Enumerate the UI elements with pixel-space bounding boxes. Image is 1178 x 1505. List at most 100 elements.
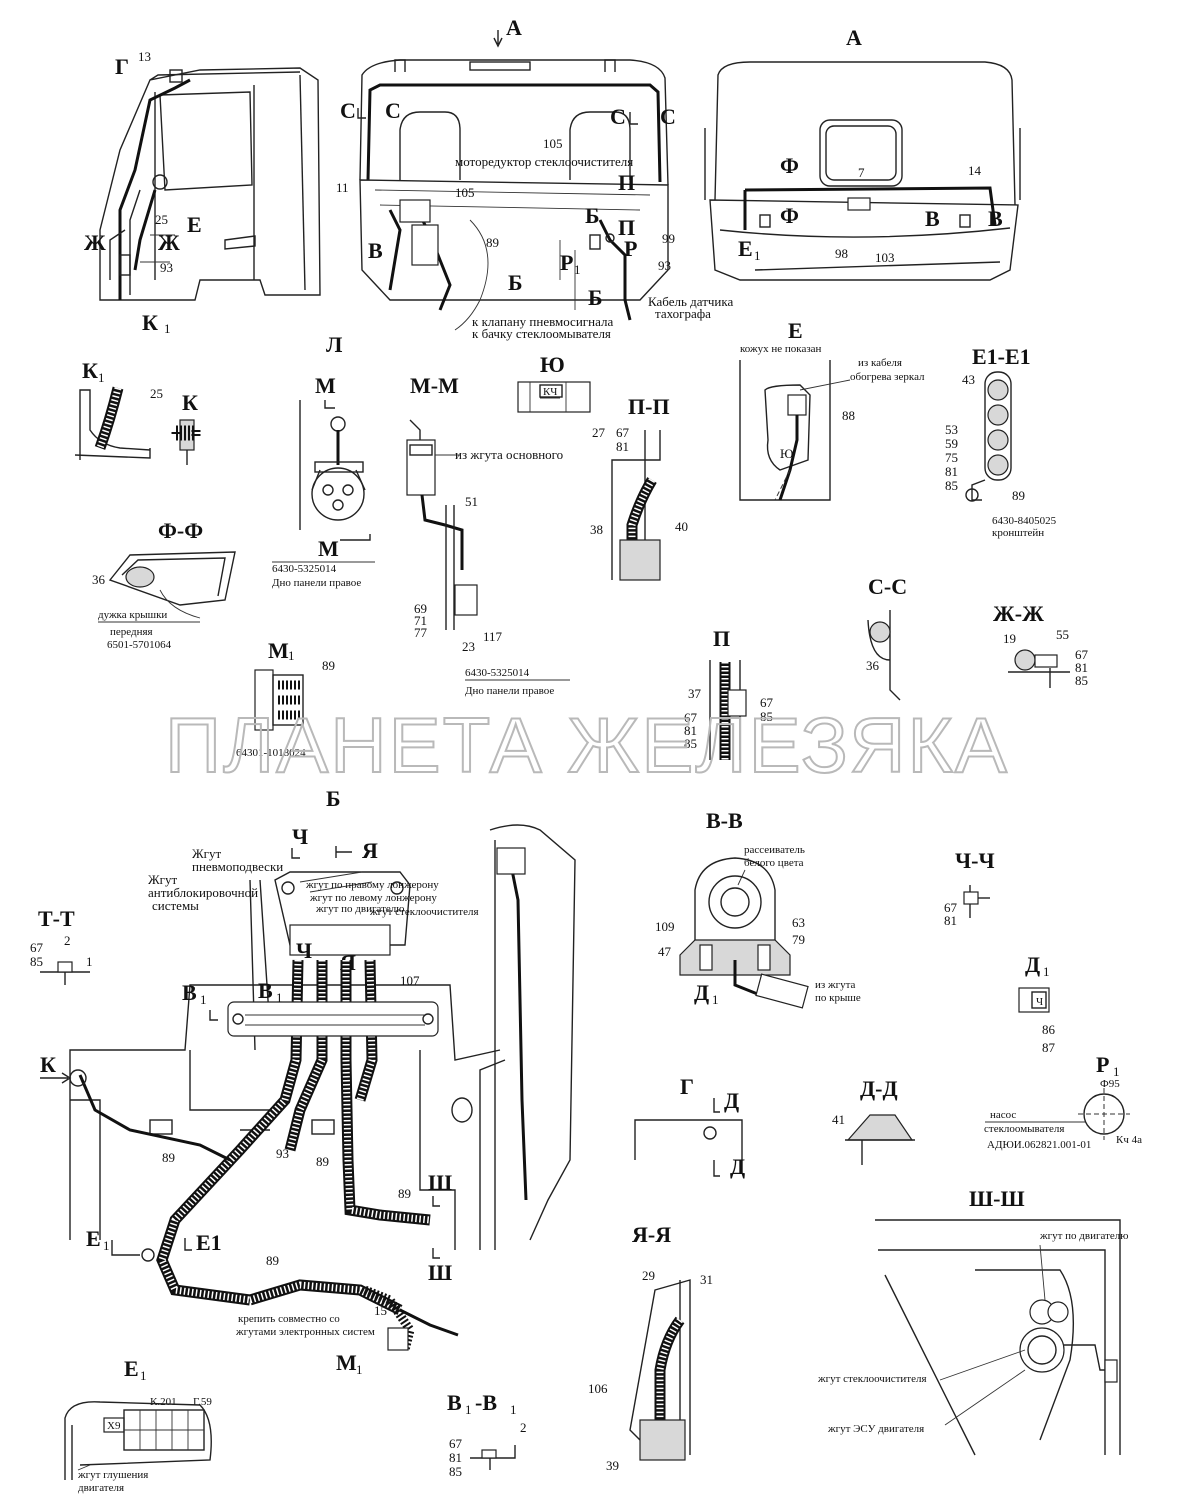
main-view-b: Б Жгут пневмоподвески Жгут антиблокирово…: [40, 786, 576, 1377]
label-phi95: Ф95: [1100, 1078, 1120, 1090]
label-6430-5325014-a: 6430-5325014: [272, 563, 337, 575]
callout-67c: 67: [684, 710, 698, 725]
label-zhgut-glush2: двигателя: [78, 1482, 124, 1494]
label-6430-8405025: 6430-8405025: [992, 515, 1057, 527]
view-label-shsh: Ш-Ш: [969, 1186, 1025, 1211]
label-zhgut-antiblok2: антиблокировочной: [148, 885, 258, 900]
label-64301: 64301-1018024: [236, 747, 306, 759]
label-kozhuh: кожух не показан: [740, 343, 822, 355]
callout-67e: 67: [944, 900, 958, 915]
label-iz-zhguta-kryshe1: из жгута: [815, 979, 856, 991]
view-label-c-right2: С: [660, 104, 676, 129]
callout-13: 13: [138, 49, 151, 64]
view-label-yu: Ю: [540, 352, 565, 377]
detail-v1-v1: В 1 -В 1 2 67 81 85: [447, 1390, 527, 1479]
label-g59: Г.59: [193, 1396, 212, 1408]
view-label-v1v1-rest: -В: [475, 1390, 497, 1415]
label-zhgut-pnevmo1: Жгут: [192, 846, 221, 861]
label-perednyaya: передняя: [110, 626, 153, 638]
view-label-e1-left: Е: [86, 1226, 101, 1251]
label-motoreduktor: моторедуктор стеклоочистителя: [455, 154, 633, 169]
callout-27: 27: [592, 425, 606, 440]
callout-85a: 85: [945, 478, 958, 493]
label-kch: КЧ: [543, 386, 557, 398]
detail-d-d: Д-Д 41: [832, 1076, 915, 1165]
detail-e1-e1: Е1-Е1 43 53 59 75 81 85 89 6430-8405025 …: [945, 344, 1057, 539]
callout-81c: 81: [1075, 660, 1088, 675]
callout-53: 53: [945, 422, 958, 437]
view-label-e1-right: Е1: [196, 1230, 222, 1255]
view-label-l: Л: [326, 332, 343, 357]
label-rasseivatel1: рассеиватель: [744, 844, 805, 856]
callout-106: 106: [588, 1381, 608, 1396]
callout-93c: 93: [276, 1146, 289, 1161]
label-k-bachku: к бачку стеклоомывателя: [472, 326, 611, 341]
label-zhgut-glush1: жгут глушения: [77, 1469, 148, 1481]
view-label-yaya: Я-Я: [632, 1222, 671, 1247]
label-shsh-dvig: жгут по двигателю: [1039, 1230, 1129, 1242]
callout-36a: 36: [92, 572, 106, 587]
view-label-zh-right: Ж: [158, 230, 180, 255]
label-dno-paneli-a: Дно панели правое: [272, 577, 361, 589]
detail-ch-ch: Ч-Ч 67 81: [944, 848, 995, 928]
label-nasos2: стеклоомывателя: [984, 1123, 1064, 1135]
callout-88: 88: [842, 408, 855, 423]
label-tahografa: тахографа: [655, 306, 711, 321]
view-label-v-front: В: [368, 238, 383, 263]
label-zhgut-levomu: жгут по левому лонжерону: [309, 892, 437, 904]
callout-63: 63: [792, 915, 805, 930]
callout-67g: 67: [449, 1436, 463, 1451]
view-label-v-rear2: В: [988, 206, 1003, 231]
callout-23: 23: [462, 639, 475, 654]
callout-89a: 89: [486, 235, 499, 250]
label-6501: 6501-5701064: [107, 639, 172, 651]
callout-86: 86: [1042, 1022, 1056, 1037]
view-label-zhzh: Ж-Ж: [993, 601, 1044, 626]
view-label-mm: М-М: [410, 373, 459, 398]
callout-81f: 81: [449, 1450, 462, 1465]
callout-55: 55: [1056, 627, 1069, 642]
callout-89e: 89: [316, 1154, 329, 1169]
callout-2b: 2: [520, 1420, 527, 1435]
view-label-e-detail: Е: [788, 318, 803, 343]
view-label-v1-left-sub: 1: [200, 992, 207, 1007]
callout-87: 87: [1042, 1040, 1056, 1055]
label-kreplenie1: крепить совместно со: [238, 1313, 340, 1325]
detail-d1: Д 1 Ч 86 87: [1018, 952, 1056, 1055]
detail-k1-k: К 1 25 К: [74, 358, 201, 465]
detail-p-p: П-П 27 67 81 38 40: [590, 394, 688, 581]
callout-67d: 67: [760, 695, 774, 710]
callout-89c: 89: [322, 658, 335, 673]
view-label-v1v1-sub2: 1: [510, 1402, 517, 1417]
callout-38: 38: [590, 522, 603, 537]
cab-side-view: Г 13 Е Ж Ж 25 93 К 1: [84, 49, 321, 336]
view-label-d1-sub: 1: [1043, 964, 1050, 979]
view-label-pp: П-П: [628, 394, 670, 419]
callout-25b: 25: [150, 386, 163, 401]
view-label-dd: Д-Д: [860, 1076, 898, 1101]
view-label-a-arrow: A: [506, 15, 522, 40]
label-kch4a: Кч 4а: [1116, 1134, 1142, 1146]
label-iz-zhguta-osn: из жгута основного: [455, 447, 563, 462]
view-label-chch: Ч-Ч: [955, 848, 995, 873]
label-zhgut-stekloochist: жгут стеклоочистителя: [369, 906, 479, 918]
callout-89d: 89: [162, 1150, 175, 1165]
view-label-d1-vv: Д: [694, 980, 709, 1005]
view-label-ff: Ф-Ф: [158, 518, 203, 543]
view-label-e1-detail: Е: [124, 1356, 139, 1381]
callout-85e: 85: [30, 954, 43, 969]
view-label-c-left2: С: [385, 98, 401, 123]
label-kreplenie2: жгутами электронных систем: [235, 1326, 375, 1338]
detail-ya-ya: Я-Я 29 31 106 39: [588, 1222, 713, 1473]
label-zhgut-pnevmo2: пневмоподвески: [192, 859, 283, 874]
callout-103: 103: [875, 250, 895, 265]
view-label-r1-sub: 1: [574, 262, 581, 277]
callout-19: 19: [1003, 631, 1016, 646]
label-kabel-datchika: Кабель датчика: [648, 294, 733, 309]
view-label-a-view: A: [846, 25, 862, 50]
view-label-b-front: Б: [508, 270, 523, 295]
label-iz-zhguta-kryshe2: по крыше: [815, 992, 861, 1004]
label-nasos1: насос: [990, 1109, 1016, 1121]
view-label-d1: Д: [1025, 952, 1040, 977]
view-label-k-detail: К: [182, 390, 198, 415]
